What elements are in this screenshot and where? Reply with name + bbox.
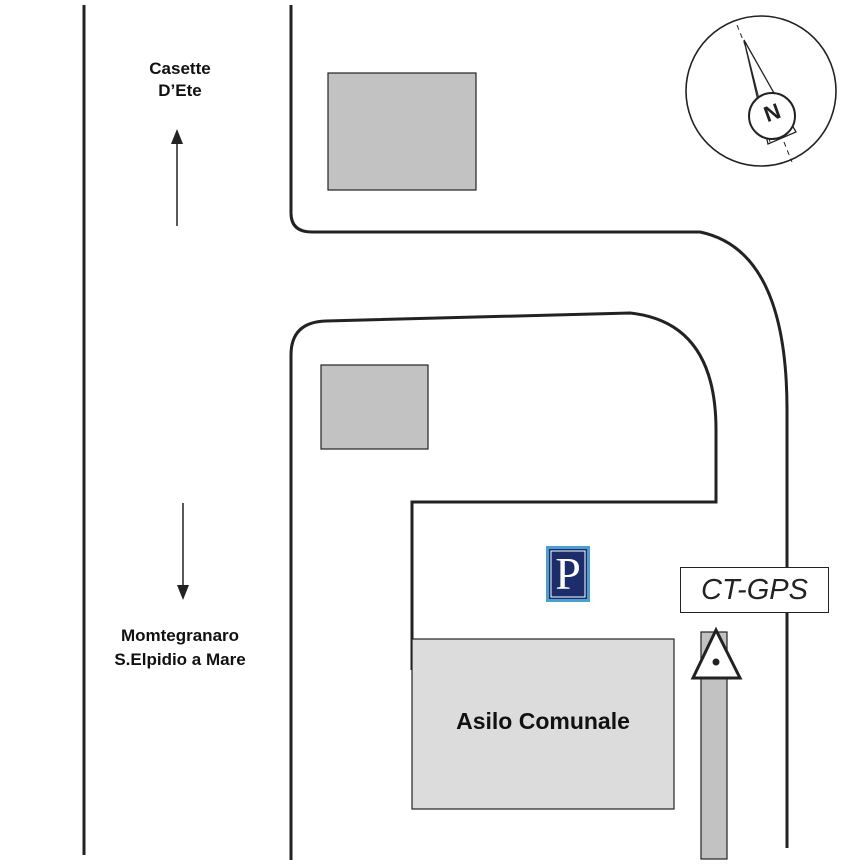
gps-point-label: CT-GPS — [701, 573, 808, 606]
building-north — [327, 72, 477, 191]
building-middle — [320, 364, 429, 450]
south-destination-line-1: Momtegranaro — [120, 626, 240, 645]
parking-letter-box: P — [546, 546, 590, 602]
building-asilo-comunale — [411, 638, 675, 810]
north-destination-label: Casette D’Ete — [100, 58, 260, 102]
school-label: Asilo Comunale — [456, 708, 630, 734]
down-arrow-icon — [177, 503, 189, 600]
main-road-right-edge-upper — [289, 5, 789, 411]
parking-sign-icon — [546, 546, 590, 602]
north-destination-line-2: D’Ete — [158, 81, 202, 100]
block-boundary — [289, 311, 718, 860]
south-destination-label: Momtegranaro S.Elpidio a Mare — [70, 624, 290, 672]
compass-rose-icon — [685, 15, 837, 167]
up-arrow-icon — [171, 129, 183, 226]
north-destination-line-1: Casette — [149, 59, 211, 78]
south-destination-line-2: S.Elpidio a Mare — [114, 650, 246, 669]
gps-point-label-box: CT-GPS — [680, 567, 829, 613]
gps-marker-icon — [690, 626, 743, 680]
parking-letter: P — [555, 548, 581, 599]
